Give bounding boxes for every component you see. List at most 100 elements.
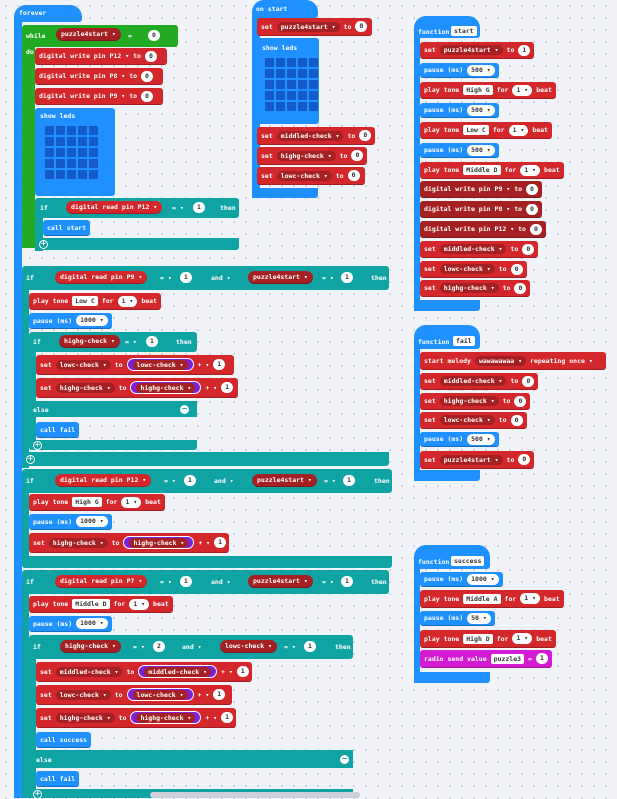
if3-call-fail[interactable]: call fail: [36, 771, 80, 787]
fstart-dw-3[interactable]: digital write pinP12to0: [420, 221, 546, 238]
if1-pause[interactable]: pause (ms)1000: [29, 313, 112, 329]
function-start-name[interactable]: start: [451, 26, 477, 36]
if1-val[interactable]: 1: [180, 272, 192, 283]
fstart-dw-1[interactable]: digital write pinP9to0: [420, 181, 543, 198]
if1-var[interactable]: puzzle4start: [248, 271, 313, 284]
remove-else-icon[interactable]: −: [180, 405, 189, 414]
cmp-value[interactable]: 1: [193, 202, 205, 213]
if3-and[interactable]: and: [211, 578, 231, 586]
if1-op2[interactable]: =: [322, 274, 334, 282]
if1-then: then: [371, 274, 387, 282]
if3-var-hv[interactable]: highg-check: [60, 640, 121, 653]
if1-val3[interactable]: 1: [146, 336, 158, 347]
on-start-block[interactable]: [252, 0, 318, 18]
call-success[interactable]: call success: [36, 732, 91, 748]
if2-val[interactable]: 1: [184, 475, 196, 486]
if1-var-hv[interactable]: highg-check: [59, 335, 120, 348]
if2-op[interactable]: =: [164, 477, 176, 485]
if3-val[interactable]: 1: [180, 576, 192, 587]
if2-val2[interactable]: 1: [343, 475, 355, 486]
add-else-icon[interactable]: +: [33, 441, 42, 450]
fstart-pause-3[interactable]: pause (ms)500: [420, 143, 499, 158]
fstart-pause-2[interactable]: pause (ms)500: [420, 103, 499, 118]
if1-val2[interactable]: 1: [341, 272, 353, 283]
if1-op[interactable]: =: [160, 274, 172, 282]
fsuccess-pause-2[interactable]: pause (ms)50: [420, 611, 495, 626]
remove-else-icon[interactable]: −: [340, 755, 349, 764]
fstart-set[interactable]: setpuzzle4startto1: [420, 42, 534, 59]
onstart-set[interactable]: setpuzzle4startto0: [257, 18, 372, 36]
add-else-icon[interactable]: +: [26, 455, 35, 464]
if2-and[interactable]: and: [214, 477, 234, 485]
if3-op3[interactable]: =: [133, 643, 145, 651]
if1-and[interactable]: and: [211, 274, 231, 282]
op-eq[interactable]: =: [172, 204, 184, 212]
function-fail-name[interactable]: fail: [453, 336, 475, 346]
digital-write-pin-1[interactable]: digital write pinP12to0: [35, 48, 167, 65]
if3-val3[interactable]: 2: [153, 641, 165, 652]
if3-val4[interactable]: 1: [304, 641, 316, 652]
digital-write-pin-2[interactable]: digital write pinP8to0: [35, 68, 163, 85]
var-puzzle4start[interactable]: puzzle4start: [56, 28, 121, 41]
horizontal-scrollbar[interactable]: [150, 792, 360, 798]
add-else-icon[interactable]: +: [39, 240, 48, 249]
if1-then2: then: [176, 338, 192, 346]
led-grid[interactable]: [45, 126, 98, 179]
if3-and2[interactable]: and: [182, 643, 202, 651]
function-success-name[interactable]: success: [451, 556, 485, 566]
if2-pause[interactable]: pause (ms)1000: [29, 514, 112, 530]
if3-pause[interactable]: pause (ms)1000: [29, 616, 112, 632]
if3-op[interactable]: =: [160, 578, 172, 586]
call-start[interactable]: call start: [43, 220, 91, 236]
ffail-set-puzzle[interactable]: setpuzzle4startto0: [420, 451, 535, 469]
forever-block[interactable]: [14, 5, 82, 22]
if3-op4[interactable]: =: [284, 643, 296, 651]
fsuccess-pause-1[interactable]: pause (ms)1000: [420, 572, 503, 587]
if3-var[interactable]: puzzle4start: [248, 575, 313, 588]
if3-var-lv[interactable]: lowc-check: [220, 640, 277, 653]
start-melody[interactable]: start melodywawawawaarepeatingonce: [420, 352, 606, 370]
while-value[interactable]: 0: [148, 30, 160, 41]
if1-inner-footer: [29, 440, 197, 450]
fstart-dw-2[interactable]: digital write pinP8to0: [420, 201, 543, 218]
onstart-led-grid[interactable]: [265, 58, 318, 111]
if3-val2[interactable]: 1: [341, 576, 353, 587]
digital-write-pin-3[interactable]: digital write pinP9to0: [35, 88, 163, 105]
if2-var[interactable]: puzzle4start: [252, 474, 317, 487]
ffail-pause[interactable]: pause (ms)500: [420, 432, 499, 447]
if1-op3[interactable]: =: [125, 338, 137, 346]
if1-call-fail[interactable]: call fail: [36, 422, 80, 438]
if2-op2[interactable]: =: [324, 477, 336, 485]
if3-op2[interactable]: =: [322, 578, 334, 586]
op-eq[interactable]: =: [128, 32, 132, 40]
fstart-pause-1[interactable]: pause (ms)500: [420, 63, 499, 78]
